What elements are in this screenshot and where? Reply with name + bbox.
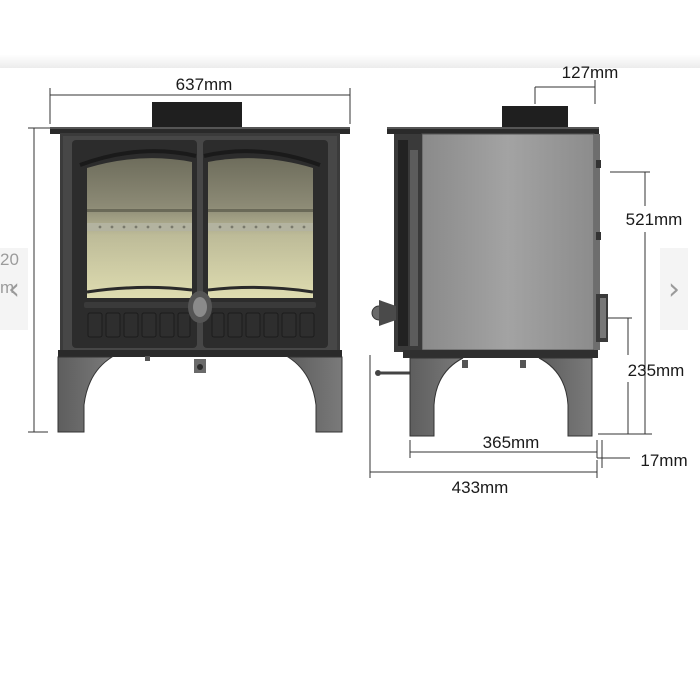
prev-image-button[interactable]: ‹ — [0, 248, 28, 330]
dim-flue-height-line — [610, 171, 650, 434]
side-base — [403, 350, 598, 358]
front-base — [58, 350, 342, 357]
dim-leg-depth-line — [409, 440, 598, 458]
side-flue-collar — [502, 106, 568, 128]
dim-rear-clearance-line — [597, 440, 630, 468]
dim-outlet-height-line — [608, 317, 632, 434]
dim-outlet-height-label: 235mm — [628, 361, 685, 380]
dim-width-label: 637mm — [176, 75, 233, 94]
top-band — [0, 0, 700, 68]
front-ash-grille — [87, 312, 315, 338]
front-view — [50, 102, 350, 433]
dim-width-line — [49, 88, 351, 124]
dim-rear-clearance-label: 17mm — [640, 451, 687, 470]
next-image-button[interactable]: › — [660, 248, 688, 330]
side-view — [371, 106, 608, 437]
chevron-left-icon: ‹ — [8, 271, 20, 307]
dim-flue-offset-label: 127mm — [562, 63, 619, 82]
front-leg-left — [57, 356, 114, 433]
front-flue-collar — [152, 102, 242, 127]
dim-overall-depth-label: 433mm — [452, 478, 509, 497]
dim-flue-height-label: 521mm — [626, 210, 683, 229]
dim-height-line — [28, 127, 50, 433]
side-body-panel — [421, 133, 595, 351]
side-leg-rear — [538, 357, 593, 437]
dim-overall-depth-line — [369, 355, 598, 478]
front-leg-right — [286, 356, 343, 433]
front-top-plate — [50, 127, 350, 134]
dim-leg-depth-label: 365mm — [483, 433, 540, 452]
chevron-right-icon: › — [668, 271, 680, 307]
side-leg-front — [409, 357, 464, 437]
side-top-plate — [387, 127, 599, 134]
dim-flue-offset-line — [534, 80, 596, 104]
